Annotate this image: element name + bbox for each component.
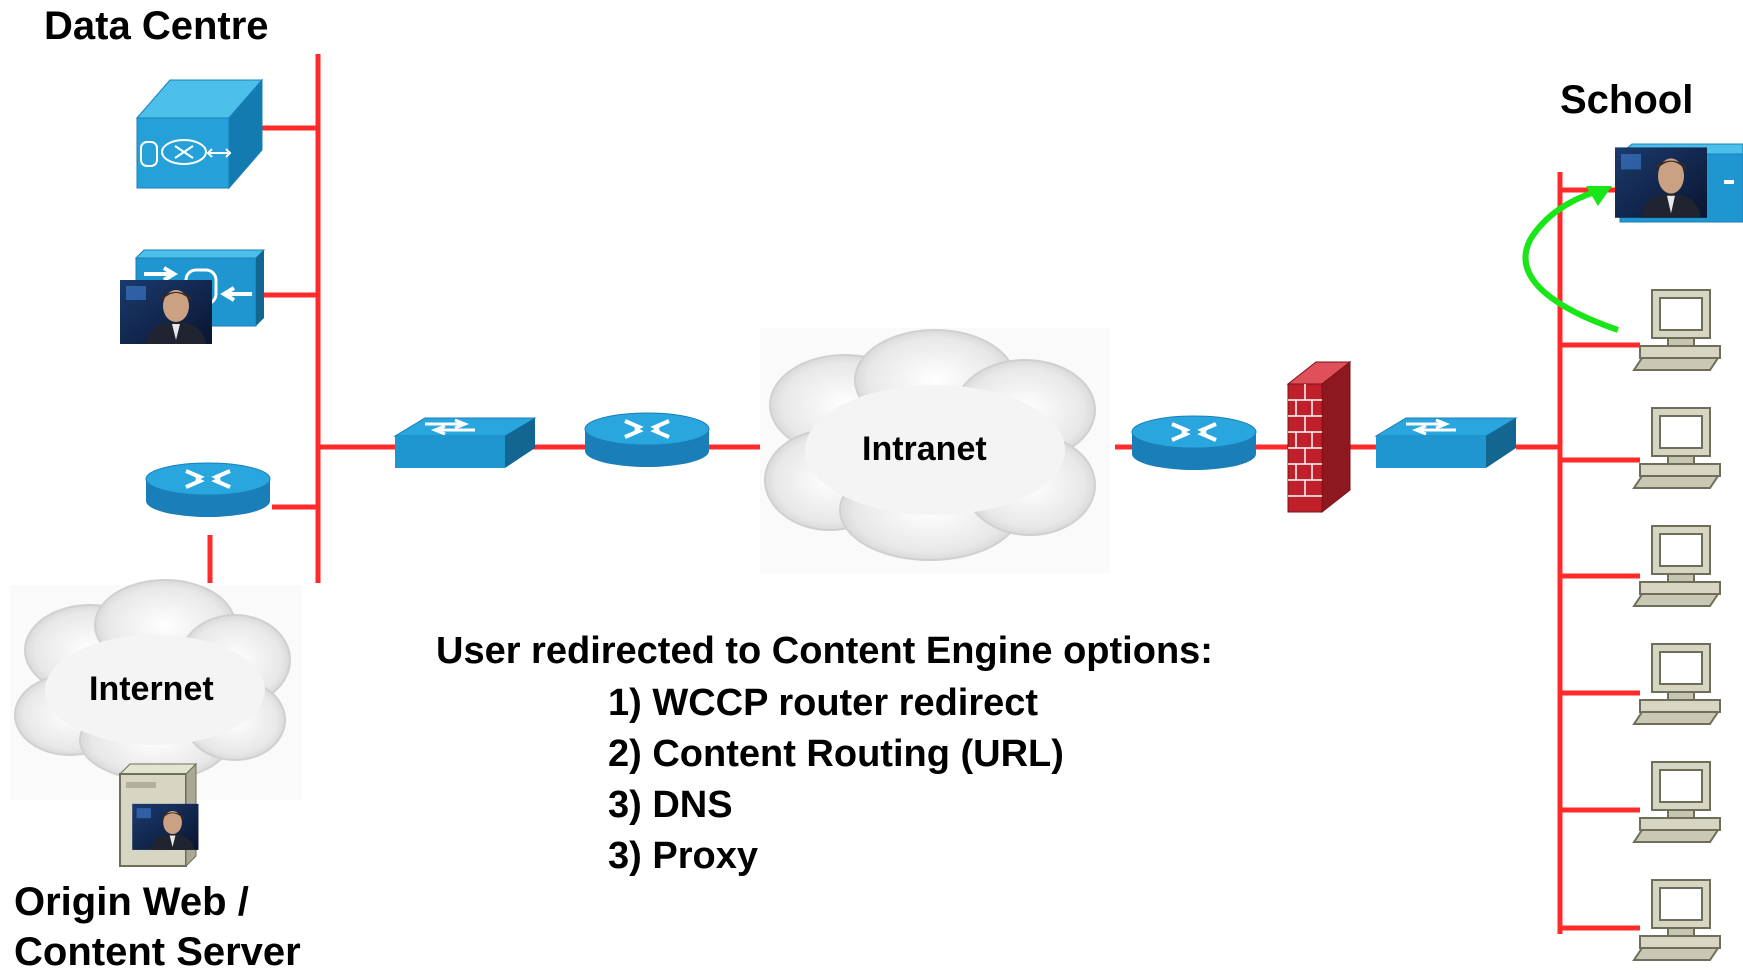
video-thumbnail-icon [1615,147,1707,218]
router-icon [144,461,272,519]
cloud-icon [760,328,1110,573]
option-item: 2) Content Routing (URL) [608,733,1064,775]
school-label: School [1560,78,1694,122]
option-item: 1) WCCP router redirect [608,682,1039,724]
firewall-icon [1286,360,1352,514]
pc-icon [1633,525,1721,607]
redirect-arrow [1522,186,1619,333]
pc-icon [1633,407,1721,489]
router-icon [583,411,711,469]
switch-icon [393,416,537,470]
router-icon [1130,414,1258,472]
video-thumbnail-icon [132,803,199,850]
origin-server-label-line2: Content Server [14,930,301,974]
pc-icon [1633,289,1721,371]
internet-label: Internet [89,670,214,708]
video-thumbnail-icon [120,280,212,344]
options-heading: User redirected to Content Engine option… [436,630,1213,672]
origin-server-label-line1: Origin Web / [14,880,249,924]
pc-icon [1633,643,1721,725]
content-engine-icon [135,78,264,190]
pc-icon [1633,761,1721,843]
option-item: 3) DNS [608,784,733,826]
intranet-label: Intranet [862,430,987,468]
data-centre-label: Data Centre [44,4,269,48]
pc-icon [1633,879,1721,961]
switch-icon [1374,416,1518,470]
cloud-icon [10,579,302,800]
option-item: 3) Proxy [608,835,758,877]
